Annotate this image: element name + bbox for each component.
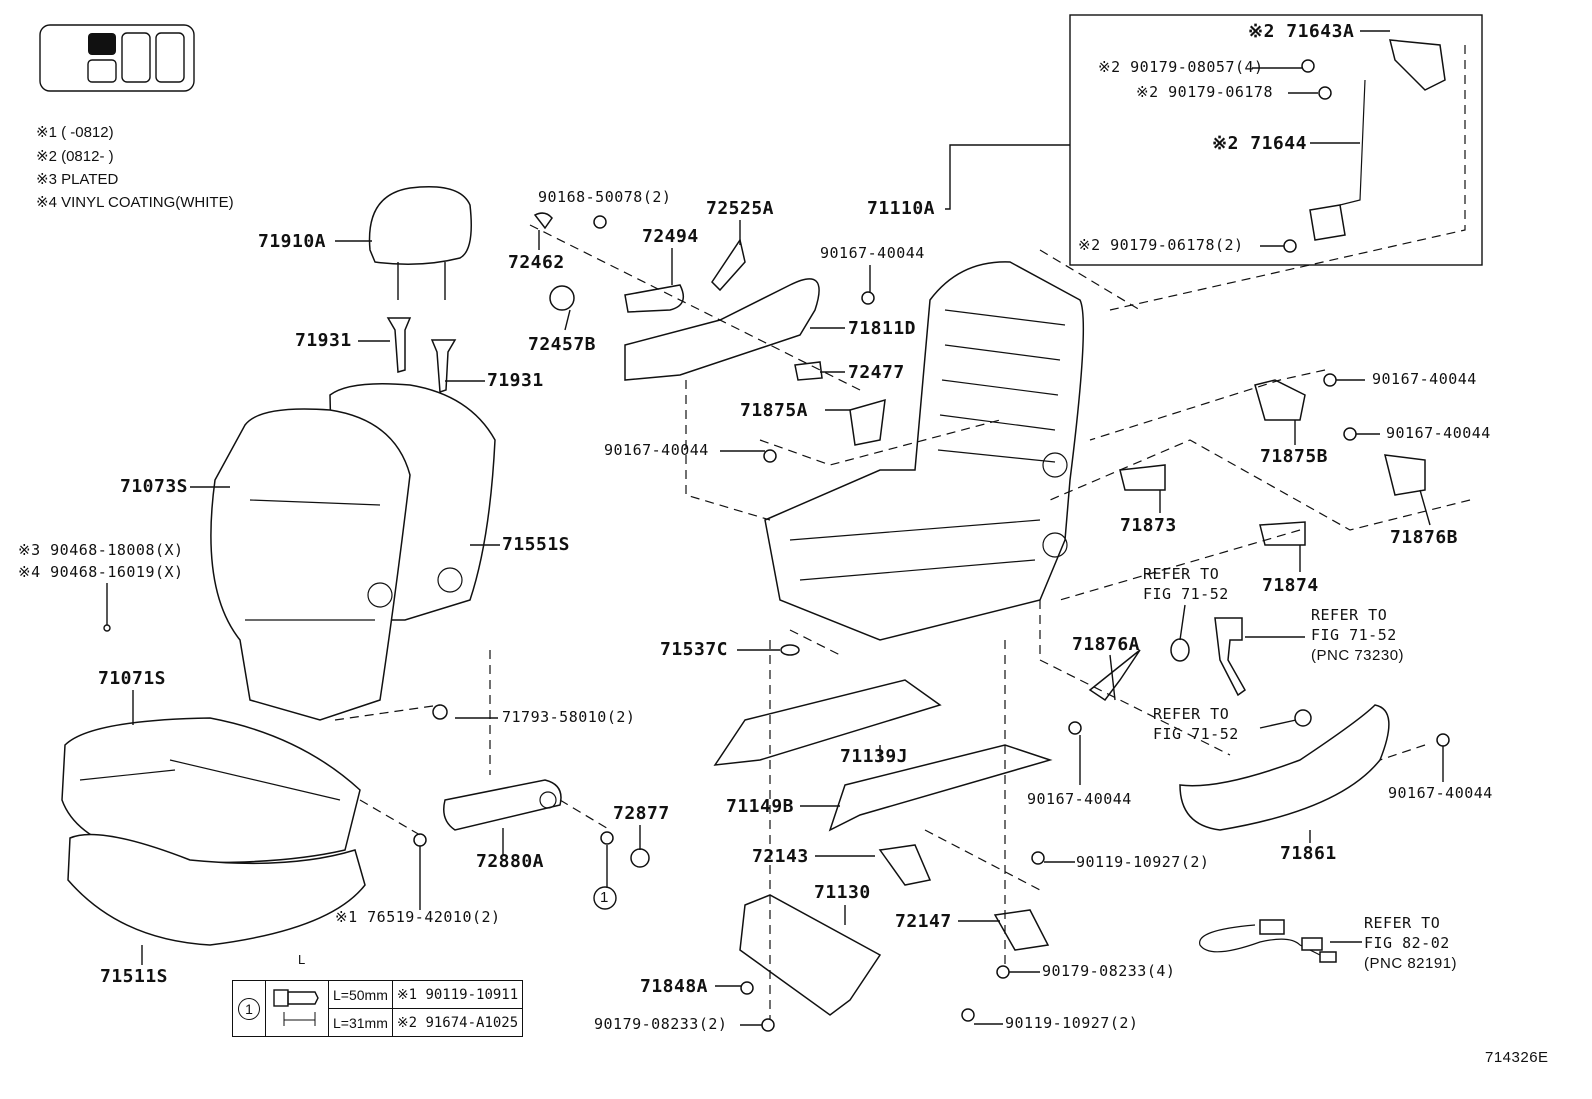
refer-label: FIG 71-52 [1153,725,1239,743]
part-label: 72877 [613,803,670,824]
spec-part: ※2 91674-A1025 [391,1008,524,1037]
seat-position-icon [39,24,195,92]
part-label: 90167-40044 [1372,370,1477,388]
part-label: 71876A [1072,634,1141,655]
diagram-id: 714326E [1485,1049,1549,1066]
part-label: ※4 90468-16019(X) [18,563,184,581]
note-1: ※1 ( -0812) [36,124,114,141]
side-parts-shapes [1088,379,1426,831]
part-label: 90167-40044 [820,244,925,262]
spec-length: L=31mm [328,1008,393,1037]
part-label: 72457B [528,334,597,355]
bolt-drawing-cell: L [265,952,329,1037]
part-label: ※1 76519-42010(2) [335,908,501,926]
spec-key: 1 [238,997,260,1020]
refer-label: FIG 71-52 [1143,585,1229,603]
part-label: ※2 90179-06178 [1136,83,1273,101]
seatback-cover-shapes [210,383,496,721]
callout-number: 1 [600,889,609,906]
part-label: 71793-58010(2) [502,708,636,726]
part-label: ※2 71643A [1248,21,1355,42]
part-label: 72147 [895,911,952,932]
part-label: 71130 [814,882,871,903]
part-label: 90167-40044 [604,441,709,459]
part-label: 90168-50078(2) [538,188,672,206]
part-label: 71876B [1390,527,1459,548]
part-label: 71551S [502,534,571,555]
bolt-icon [273,988,319,1026]
refer-label: REFER TO [1364,914,1441,932]
part-label: 71537C [660,639,729,660]
rails-brackets-shapes [549,238,1053,1016]
refer-label: (PNC 73230) [1311,647,1405,664]
part-label: 71875B [1260,446,1329,467]
refer-label: FIG 71-52 [1311,626,1397,644]
note-4: ※4 VINYL COATING(WHITE) [36,194,234,211]
note-3: ※3 PLATED [36,171,119,188]
part-label: 90119-10927(2) [1076,853,1210,871]
part-label: 71811D [848,318,917,339]
part-label: 90167-40044 [1388,784,1493,802]
fasteners [103,212,1450,1032]
assembly-dashed-lines [334,224,1471,1020]
spec-length: L=50mm [328,980,393,1009]
part-label: 72494 [642,226,699,247]
armrest-shape [443,779,562,831]
wire-harness-shape [1199,919,1337,963]
part-label: 71910A [258,231,327,252]
part-label: 71073S [120,476,189,497]
part-label: 71931 [487,370,544,391]
part-label: 71511S [100,966,169,987]
part-label: 72143 [752,846,809,867]
part-label: 71139J [840,746,909,767]
part-label: 90167-40044 [1386,424,1491,442]
seat-frame-shape [764,261,1085,641]
refer-label: REFER TO [1153,705,1230,723]
part-label: 71071S [98,668,167,689]
part-label: 71875A [740,400,809,421]
part-label: 71873 [1120,515,1177,536]
inset-box [1069,14,1483,311]
part-label: 90167-40044 [1027,790,1132,808]
part-label: 71848A [640,976,709,997]
spec-key-cell: 1 [232,980,266,1037]
part-label: 71931 [295,330,352,351]
part-label: ※2 90179-06178(2) [1078,236,1244,254]
part-label: 90119-10927(2) [1005,1014,1139,1032]
leader-lines [106,30,1444,1026]
part-label: 90179-08233(4) [1042,962,1176,980]
headrest-shape [368,186,472,394]
part-label: 71149B [726,796,795,817]
part-label: 72477 [848,362,905,383]
seat-cushion-shapes [61,717,366,946]
part-label: 72462 [508,252,565,273]
part-label: ※3 90468-18008(X) [18,541,184,559]
refer-label: (PNC 82191) [1364,955,1458,972]
part-label: ※2 71644 [1212,133,1307,154]
refer-label: REFER TO [1311,606,1388,624]
part-label: 71861 [1280,843,1337,864]
refer-label: REFER TO [1143,565,1220,583]
part-label: 72880A [476,851,545,872]
part-label: 90179-08233(2) [594,1015,728,1033]
refer-label: FIG 82-02 [1364,934,1450,952]
part-label: 72525A [706,198,775,219]
spec-part: ※1 90119-10911 [391,980,524,1009]
part-label: ※2 90179-08057(4) [1098,58,1264,76]
length-symbol: L [298,951,306,967]
note-2: ※2 (0812- ) [36,148,114,165]
part-label: 71874 [1262,575,1319,596]
part-label: 71110A [867,198,936,219]
bolt-spec-table: 1 L L=50mm ※1 90119-10911 L=31mm ※2 9167… [232,952,524,1037]
